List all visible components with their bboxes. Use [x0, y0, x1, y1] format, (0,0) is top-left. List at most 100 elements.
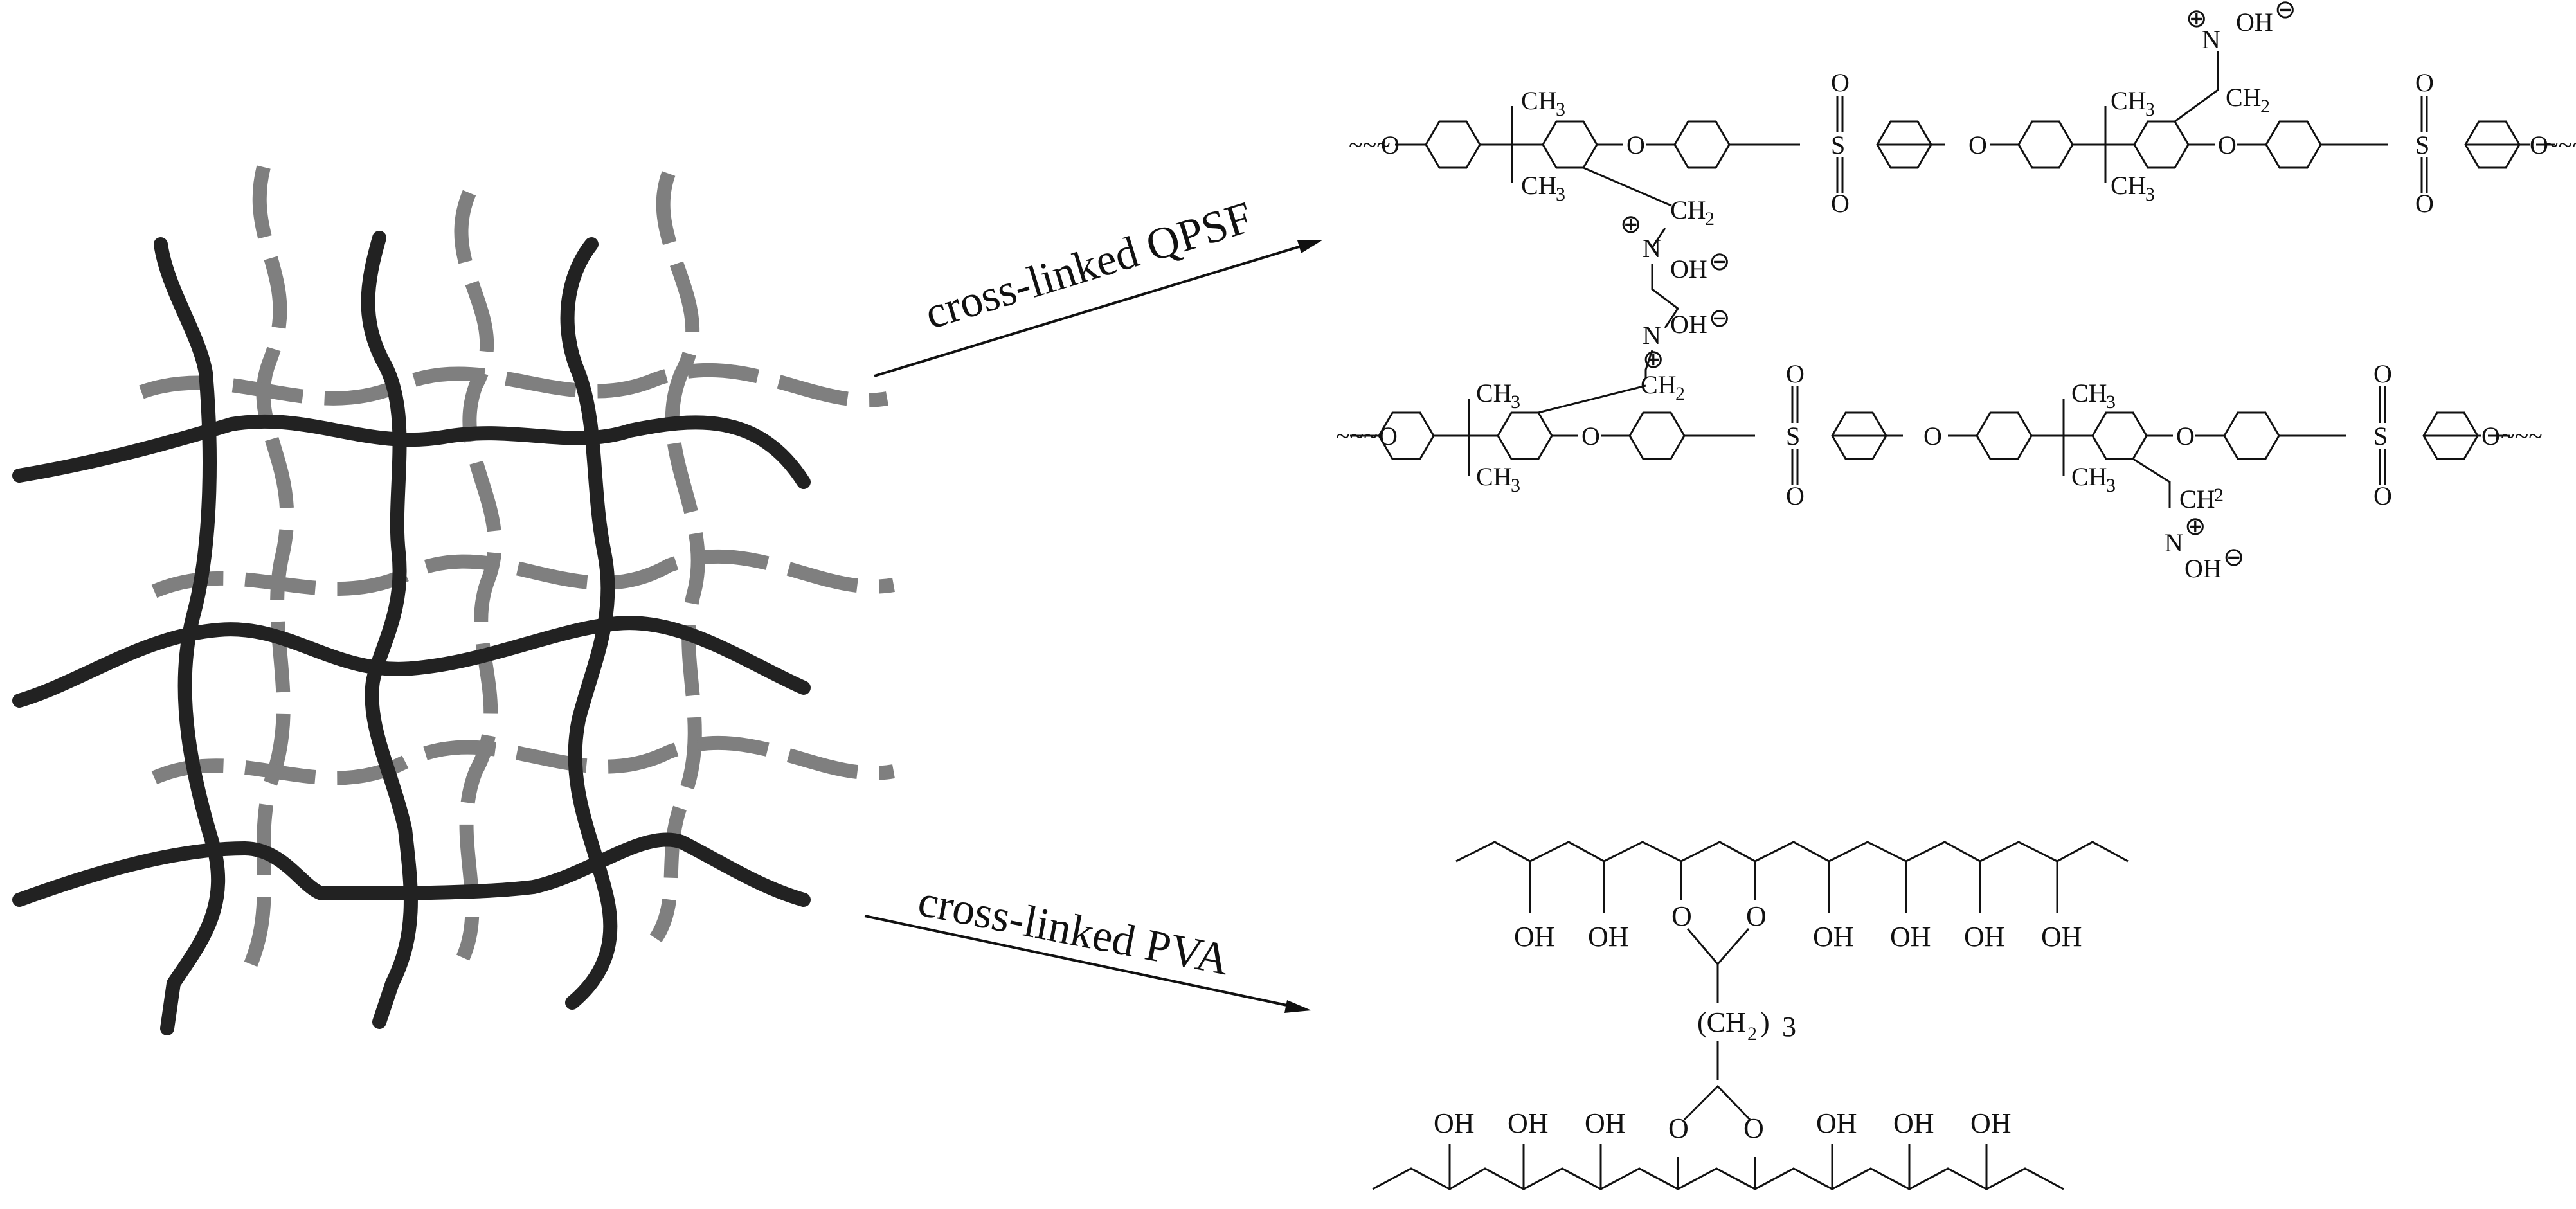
sulfur: S	[1831, 130, 1845, 159]
sulfur: S	[1786, 422, 1800, 451]
methyl-sub: 3	[2106, 391, 2116, 413]
methylene-ch: CH	[2179, 485, 2215, 514]
hydroxide: OH	[2236, 8, 2273, 37]
hydroxyl: OH	[1890, 921, 1931, 953]
hydroxyl: OH	[1964, 921, 2005, 953]
arrow-to-qpsf: cross-linked QPSF	[874, 193, 1323, 377]
arrow-label-pva: cross-linked PVA	[914, 876, 1234, 985]
charge-minus: ⊖	[2223, 542, 2245, 571]
hydroxyl: OH	[1434, 1107, 1475, 1139]
methyl-ch: CH	[1521, 86, 1557, 115]
sulfone-o: O	[2373, 359, 2392, 388]
sulfone-o: O	[1786, 359, 1805, 388]
ammonium-n: N	[1643, 321, 1661, 350]
benzene-ring	[2422, 411, 2479, 460]
methyl-ch: CH	[2071, 379, 2107, 407]
wave-end: ~~~	[2544, 130, 2576, 159]
hydroxyl: OH	[1816, 1107, 1857, 1139]
benzene-ring	[1628, 411, 1686, 460]
methyl-sub: 3	[2106, 475, 2116, 496]
solid-chain	[12, 414, 811, 489]
solid-chain	[12, 616, 811, 708]
ether-o: O	[2530, 130, 2548, 159]
bridge-bonds	[1644, 228, 1680, 379]
benzene-ring	[1378, 411, 1435, 460]
hydroxyl: OH	[2041, 921, 2082, 953]
ether-o: O	[1379, 422, 1398, 451]
acetal-ring-upper	[1686, 928, 1750, 1003]
benzene-ring	[1673, 120, 1731, 169]
arrowhead	[1297, 240, 1323, 253]
charge-plus: ⊕	[1620, 210, 1642, 238]
methyl-sub: 3	[1556, 99, 1565, 120]
benzene-ring	[2133, 120, 2190, 169]
methyl-ch: CH	[1476, 379, 1512, 407]
methylene-ch: CH	[1670, 195, 1706, 224]
methylene-ch: CH	[1641, 370, 1677, 399]
dashed-chain	[454, 190, 502, 961]
solid-chain	[361, 231, 418, 1029]
methyl-sub: 3	[2145, 99, 2155, 120]
trimethylene-close: )	[1760, 1007, 1770, 1038]
ammonium-n: N	[1643, 234, 1661, 263]
methylene-sub: 2	[2214, 485, 2224, 506]
solid-chains	[12, 231, 811, 1035]
methyl-ch: CH	[2111, 86, 2147, 115]
sulfone-o: O	[2373, 481, 2392, 510]
dashed-chain	[139, 363, 888, 407]
trimethylene-sub: 2	[1747, 1023, 1757, 1044]
arrow-to-pva: cross-linked PVA	[864, 876, 1311, 1013]
polymer-network	[12, 165, 895, 1035]
benzene-ring	[1497, 411, 1553, 460]
ammonium-n: N	[2165, 528, 2183, 557]
acetal-ring-lower	[1683, 1084, 1751, 1121]
charge-minus: ⊖	[2274, 0, 2296, 24]
benzene-ring	[2223, 411, 2280, 460]
ether-o: O	[1581, 422, 1600, 451]
dashed-chain	[151, 735, 895, 785]
methyl-ch: CH	[1521, 171, 1557, 200]
benzene-ring	[2265, 120, 2322, 169]
ether-o: O	[1923, 422, 1942, 451]
ch2-linker	[1538, 384, 2171, 508]
charge-plus: ⊕	[2186, 4, 2208, 33]
hydroxyl: OH	[1588, 921, 1629, 953]
methyl-sub: 3	[1511, 391, 1520, 413]
hydroxyl: OH	[1970, 1107, 2012, 1139]
pva-lower-labels: OH OH OH O O OH OH OH	[1434, 1107, 2012, 1144]
dashed-chain	[151, 549, 895, 598]
ether-o: O	[2481, 422, 2500, 451]
wave-end: ~~~	[2501, 422, 2543, 451]
qpsf-structure: O O S O O O O S O O O ~~~ ~~~ CH 3 CH 3 …	[1336, 0, 2576, 583]
sulfone-bonds	[1791, 386, 2386, 485]
methyl-ch: CH	[1476, 462, 1512, 491]
pva-substituent-bonds	[1448, 1144, 1988, 1189]
benzene-ring	[1542, 120, 1598, 169]
hydroxyl: OH	[1813, 921, 1854, 953]
benzene-ring	[2017, 120, 2074, 169]
benzene-ring	[1876, 120, 1932, 169]
ether-o: O	[1381, 130, 1400, 159]
benzene-ring	[1976, 411, 2033, 460]
methyl-sub: 3	[1556, 184, 1565, 205]
methylene-sub: 2	[1705, 208, 1715, 229]
wave-end: ~~~	[1336, 422, 1378, 451]
ammonium-n: N	[2202, 25, 2220, 54]
methyl-sub: 3	[1511, 475, 1520, 496]
methylene-sub: 2	[1675, 383, 1685, 404]
hydroxyl: OH	[1893, 1107, 1934, 1139]
benzene-ring	[2091, 411, 2148, 460]
benzene-ring	[2464, 120, 2521, 169]
ether-o: O	[2176, 422, 2195, 451]
pva-backbone	[1372, 1167, 2064, 1190]
benzene-ring	[1425, 120, 1481, 169]
pva-backbone	[1455, 841, 2129, 863]
methyl-ch: CH	[2071, 462, 2107, 491]
hydroxide: OH	[1670, 255, 1707, 283]
backbone-bonds	[1395, 106, 2555, 183]
charge-minus: ⊖	[1709, 247, 1731, 276]
benzene-ring	[1831, 411, 1887, 460]
trimethylene-open: (CH	[1697, 1007, 1746, 1038]
pva-crosslink: (CH 2 ) 3	[1697, 1007, 1796, 1080]
